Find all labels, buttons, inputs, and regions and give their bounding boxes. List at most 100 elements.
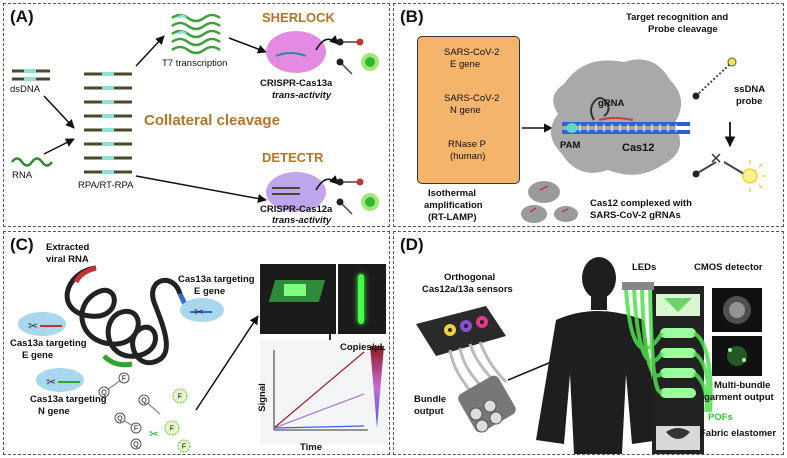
gene3-line2: (human) [450, 151, 486, 162]
isothermal-line3: (RT-LAMP) [428, 212, 477, 223]
cas13a-e-right-icon [180, 298, 224, 322]
series-mid [273, 393, 365, 429]
sensor-card-icon [416, 306, 506, 356]
complex-line2: SARS-CoV-2 gRNAs [590, 210, 681, 221]
dsdna-label: dsDNA [10, 84, 41, 95]
multi-bundle-line1: Multi-bundle [714, 380, 771, 391]
target-recognition-line2: Probe cleavage [648, 24, 718, 35]
ssdna-line2: probe [736, 96, 763, 107]
gene-targets-box: SARS-CoV-2 E gene SARS-CoV-2 N gene RNas… [417, 36, 520, 184]
cas12a-reporter-icon [315, 175, 379, 215]
mannequin-garment-icon [536, 257, 660, 454]
signal-label: Signal [256, 383, 268, 412]
rna-icon [10, 157, 54, 167]
dsdna-icon [12, 69, 50, 81]
panel-c: (C) ✂ ✂ ✂ Q F [3, 231, 390, 455]
time-label: Time [300, 442, 323, 453]
cas-e-left-line2: E gene [22, 350, 54, 361]
panel-d-drawing [416, 257, 762, 454]
target-recognition-line1: Target recognition and [626, 12, 729, 23]
sherlock-label: SHERLOCK [262, 10, 335, 25]
orthogonal-line2: Cas12a/13a sensors [422, 284, 513, 295]
grna-label: gRNA [598, 98, 625, 109]
rna-label: RNA [12, 170, 33, 181]
grna-icon [590, 97, 610, 121]
panel-d-label: (D) [400, 235, 424, 254]
isothermal-line2: amplification [424, 200, 483, 211]
panel-a-drawing [10, 13, 379, 215]
rpa-label: RPA/RT-RPA [78, 180, 134, 191]
panel-a-label: (A) [10, 7, 34, 26]
cas13a-e-left-icon [18, 312, 66, 336]
series-low [273, 425, 365, 429]
cas-n-line2: N gene [38, 406, 70, 417]
panel-c-drawing: ✂ ✂ ✂ Q F Q F Q F Q F F ✂ [18, 265, 336, 453]
cmos-label: CMOS detector [694, 262, 763, 273]
cas13a-trans-label: trans-activity [272, 90, 332, 101]
bundle-line2: output [414, 406, 444, 417]
orthogonal-line1: Orthogonal [444, 272, 496, 283]
scissors-icon-3: ✂ [46, 375, 56, 389]
svg-text:F: F [182, 444, 186, 451]
qf-reporters-icon: Q F Q F Q F Q F F ✂ [98, 372, 191, 453]
ssdna-probe-icon [692, 57, 737, 100]
viral-rna-line1: Extracted [46, 242, 90, 253]
cas-e-right-line1: Cas13a targeting [178, 274, 255, 285]
led-array-icon [622, 282, 654, 290]
rpa-products-icon [84, 72, 132, 174]
svg-text:Q: Q [133, 442, 139, 449]
t7-label: T7 transcription [162, 58, 228, 69]
collateral-cleavage-label: Collateral cleavage [144, 112, 280, 129]
svg-text:F: F [122, 376, 126, 383]
detectr-label: DETECTR [262, 150, 324, 165]
panel-b: (B) SARS-CoV-2 E gene SARS-CoV-2 N gene … [393, 3, 784, 227]
gene1-line2: E gene [450, 59, 481, 70]
viral-rna-icon [64, 265, 183, 366]
pam-label: PAM [560, 140, 581, 151]
fabric-elastomer-label: Fabric elastomer [700, 428, 777, 439]
device-photo-1 [260, 264, 336, 334]
svg-text:Q: Q [117, 416, 123, 423]
isothermal-line1: Isothermal [428, 188, 477, 199]
svg-text:F: F [170, 426, 174, 433]
gene2-line2: N gene [450, 105, 481, 116]
scissors-icon-2: ✂ [28, 319, 38, 333]
cas-e-right-line2: E gene [194, 286, 226, 297]
svg-text:F: F [178, 394, 182, 401]
cleaved-probe-icon [692, 153, 766, 192]
multi-bundle-line2: garment output [704, 392, 774, 403]
signal-plot-svg [273, 346, 384, 431]
cas12a-label: CRISPR-Cas12a [260, 204, 333, 215]
cas13a-reporter-icon [315, 35, 379, 75]
panel-b-drawing [521, 57, 766, 223]
pofs-label: POFs [708, 412, 733, 423]
bundle-ends-icon [458, 375, 516, 433]
cas-n-line1: Cas13a targeting [30, 394, 107, 405]
svg-text:✂: ✂ [149, 427, 159, 441]
device-photo-2 [338, 264, 386, 334]
pof-fibers-icon [624, 287, 713, 413]
gene2-line1: SARS-CoV-2 [444, 93, 500, 104]
copies-gradient [370, 346, 384, 428]
panel-a: (A) [3, 3, 390, 227]
scissors-icon-1: ✂ [194, 305, 204, 319]
copies-label: Copies/µL [340, 342, 386, 353]
panel-b-label: (B) [400, 7, 424, 26]
svg-text:Q: Q [101, 390, 107, 397]
cas12-complex-icons [521, 181, 578, 223]
signal-plot [260, 340, 388, 444]
panel-d: (D) [393, 231, 784, 455]
cas-e-left-line1: Cas13a targeting [10, 338, 87, 349]
viral-rna-line2: viral RNA [46, 254, 89, 265]
cas12a-trans-label: trans-activity [272, 215, 332, 226]
svg-text:F: F [134, 426, 138, 433]
bundle-line1: Bundle [414, 394, 447, 405]
cas12a-icon [266, 172, 326, 212]
cas13a-n-icon [36, 368, 84, 392]
gene1-line1: SARS-CoV-2 [444, 47, 500, 58]
leds-label: LEDs [632, 262, 657, 273]
series-high [273, 351, 365, 429]
cas13a-icon [266, 31, 326, 73]
ssdna-line1: ssDNA [734, 84, 766, 95]
svg-text:Q: Q [141, 398, 147, 405]
